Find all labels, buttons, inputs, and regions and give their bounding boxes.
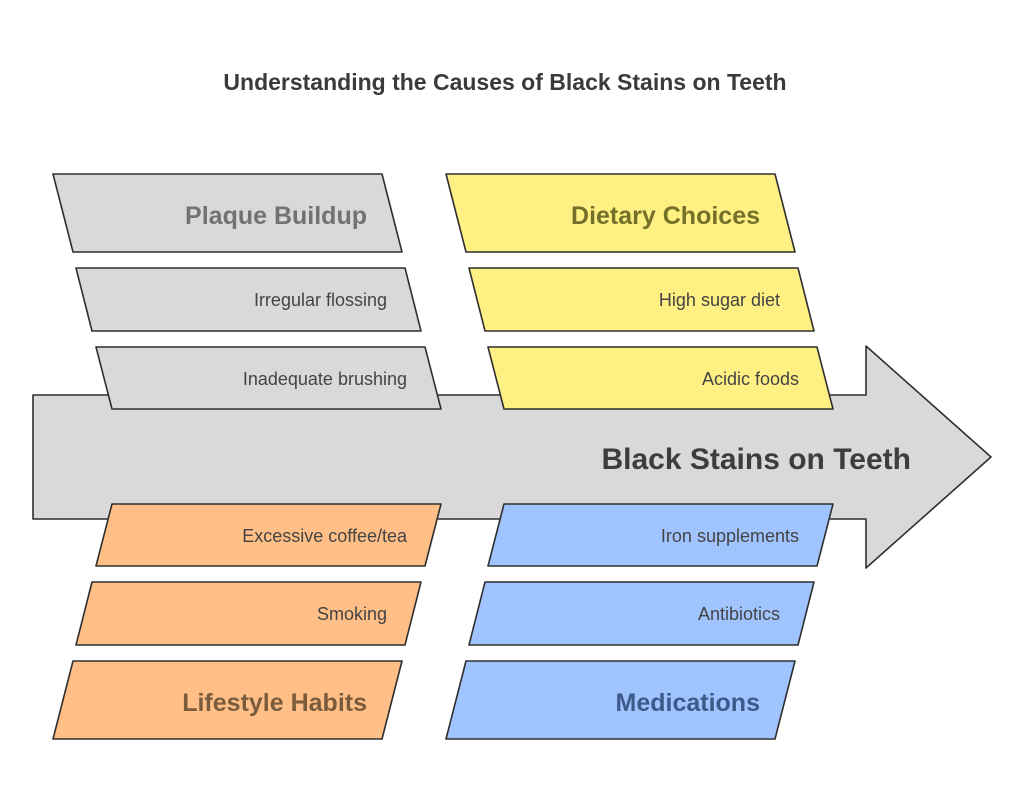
cause-label-inadequate-brushing: Inadequate brushing bbox=[243, 369, 407, 389]
diagram-title: Understanding the Causes of Black Stains… bbox=[223, 69, 786, 95]
category-label-medications: Medications bbox=[616, 689, 760, 717]
cause-label-smoking: Smoking bbox=[317, 604, 387, 624]
cause-box-antibiotics bbox=[468, 581, 815, 646]
cause-box-irregular-flossing bbox=[75, 267, 422, 332]
cause-box-high-sugar-diet bbox=[468, 267, 815, 332]
cause-label-antibiotics: Antibiotics bbox=[698, 604, 780, 624]
cause-label-excessive-coffee-tea: Excessive coffee/tea bbox=[242, 526, 408, 546]
category-lifestyle-habits: Excessive coffee/tea Smoking Lifestyle H… bbox=[52, 503, 442, 740]
category-header-lifestyle-habits bbox=[52, 660, 403, 740]
cause-box-smoking bbox=[75, 581, 422, 646]
cause-label-irregular-flossing: Irregular flossing bbox=[254, 290, 387, 310]
category-header-plaque-buildup bbox=[52, 173, 403, 253]
cause-label-iron-supplements: Iron supplements bbox=[661, 526, 799, 546]
category-label-plaque-buildup: Plaque Buildup bbox=[185, 202, 367, 230]
cause-box-acidic-foods bbox=[487, 346, 834, 410]
category-label-lifestyle-habits: Lifestyle Habits bbox=[182, 689, 367, 717]
category-header-medications bbox=[445, 660, 796, 740]
category-dietary-choices: Dietary Choices High sugar diet Acidic f… bbox=[445, 173, 834, 410]
cause-label-high-sugar-diet: High sugar diet bbox=[659, 290, 780, 310]
category-header-dietary-choices bbox=[445, 173, 796, 253]
effect-label: Black Stains on Teeth bbox=[601, 443, 911, 476]
cause-box-excessive-coffee-tea bbox=[95, 503, 442, 567]
cause-box-iron-supplements bbox=[487, 503, 834, 567]
category-plaque-buildup: Plaque Buildup Irregular flossing Inadeq… bbox=[52, 173, 442, 410]
cause-label-acidic-foods: Acidic foods bbox=[702, 369, 799, 389]
cause-box-inadequate-brushing bbox=[95, 346, 442, 410]
category-label-dietary-choices: Dietary Choices bbox=[571, 202, 760, 230]
category-medications: Iron supplements Antibiotics Medications bbox=[445, 503, 834, 740]
